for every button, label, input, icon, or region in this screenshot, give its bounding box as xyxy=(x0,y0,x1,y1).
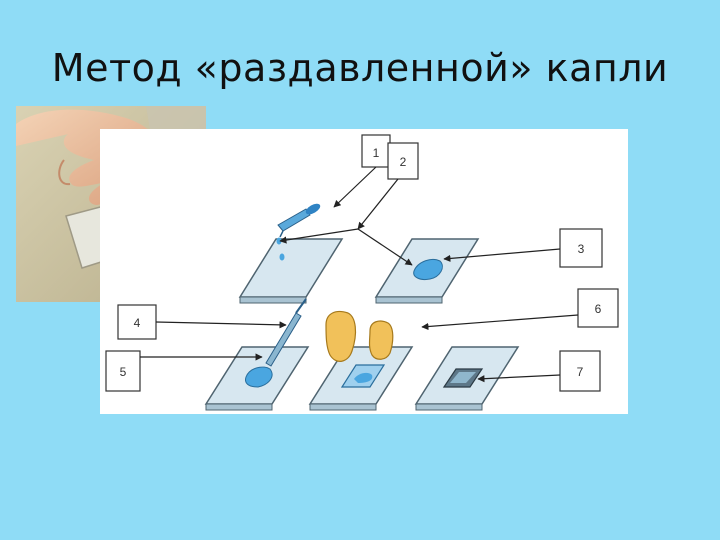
label-box-3: 3 xyxy=(560,229,602,267)
label-box-5: 5 xyxy=(106,351,140,391)
slide-title: Метод «раздавленной» капли xyxy=(0,46,720,90)
label-box-7: 7 xyxy=(560,351,600,391)
svg-text:6: 6 xyxy=(595,302,602,316)
svg-text:7: 7 xyxy=(577,365,584,379)
crushed-drop-diagram: 1 2 3 4 5 6 7 xyxy=(100,129,628,414)
svg-text:4: 4 xyxy=(134,316,141,330)
label-box-6: 6 xyxy=(578,289,618,327)
svg-text:3: 3 xyxy=(578,242,585,256)
label-box-4: 4 xyxy=(118,305,156,339)
label-box-1: 1 xyxy=(362,135,390,167)
svg-text:1: 1 xyxy=(373,146,380,160)
svg-text:5: 5 xyxy=(120,365,127,379)
label-box-2: 2 xyxy=(388,143,418,179)
svg-text:2: 2 xyxy=(400,155,407,169)
